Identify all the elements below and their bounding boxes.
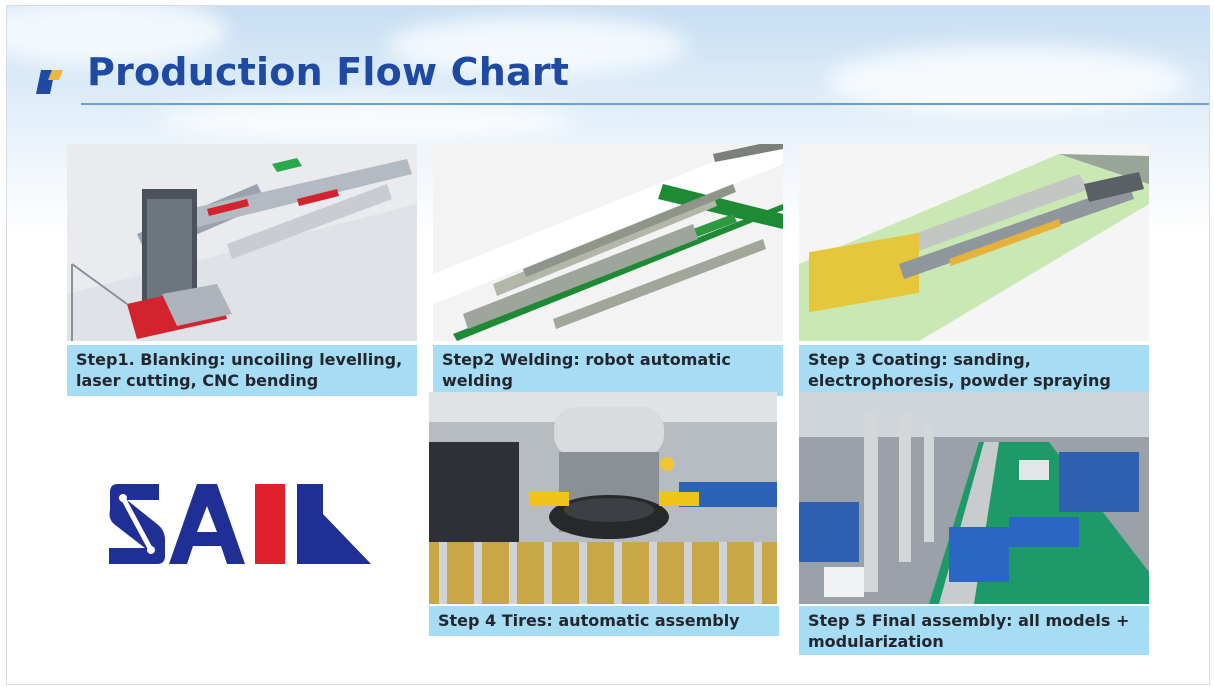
- step-2-image: [433, 144, 783, 341]
- sail-logo: [109, 484, 371, 564]
- step-card-5: Step 5 Final assembly: all models + modu…: [799, 392, 1149, 655]
- background-cloud: [827, 46, 1187, 116]
- step-1-image: [67, 144, 417, 341]
- step-4-image: [429, 392, 777, 604]
- page-title: Production Flow Chart: [87, 50, 570, 94]
- step-3-image: [799, 144, 1149, 341]
- title-divider: [81, 103, 1209, 105]
- slide: Production Flow Chart Step1. Blankin: [6, 5, 1210, 685]
- step-5-image: [799, 392, 1149, 604]
- step-card-3: Step 3 Coating: sanding, electrophoresis…: [799, 144, 1149, 396]
- background-cloud: [157, 101, 577, 141]
- background-cloud: [387, 16, 687, 76]
- step-card-1: Step1. Blanking: uncoiling levelling, la…: [67, 144, 417, 396]
- step-3-caption: Step 3 Coating: sanding, electrophoresis…: [799, 345, 1149, 396]
- step-1-caption: Step1. Blanking: uncoiling levelling, la…: [67, 345, 417, 396]
- step-card-4: Step 4 Tires: automatic assembly: [429, 392, 779, 636]
- step-4-caption: Step 4 Tires: automatic assembly: [429, 606, 779, 636]
- step-5-caption: Step 5 Final assembly: all models + modu…: [799, 606, 1149, 655]
- step-2-caption: Step2 Welding: robot automatic welding: [433, 345, 783, 396]
- step-card-2: Step2 Welding: robot automatic welding: [433, 144, 783, 396]
- title-accent-icon: [36, 70, 63, 94]
